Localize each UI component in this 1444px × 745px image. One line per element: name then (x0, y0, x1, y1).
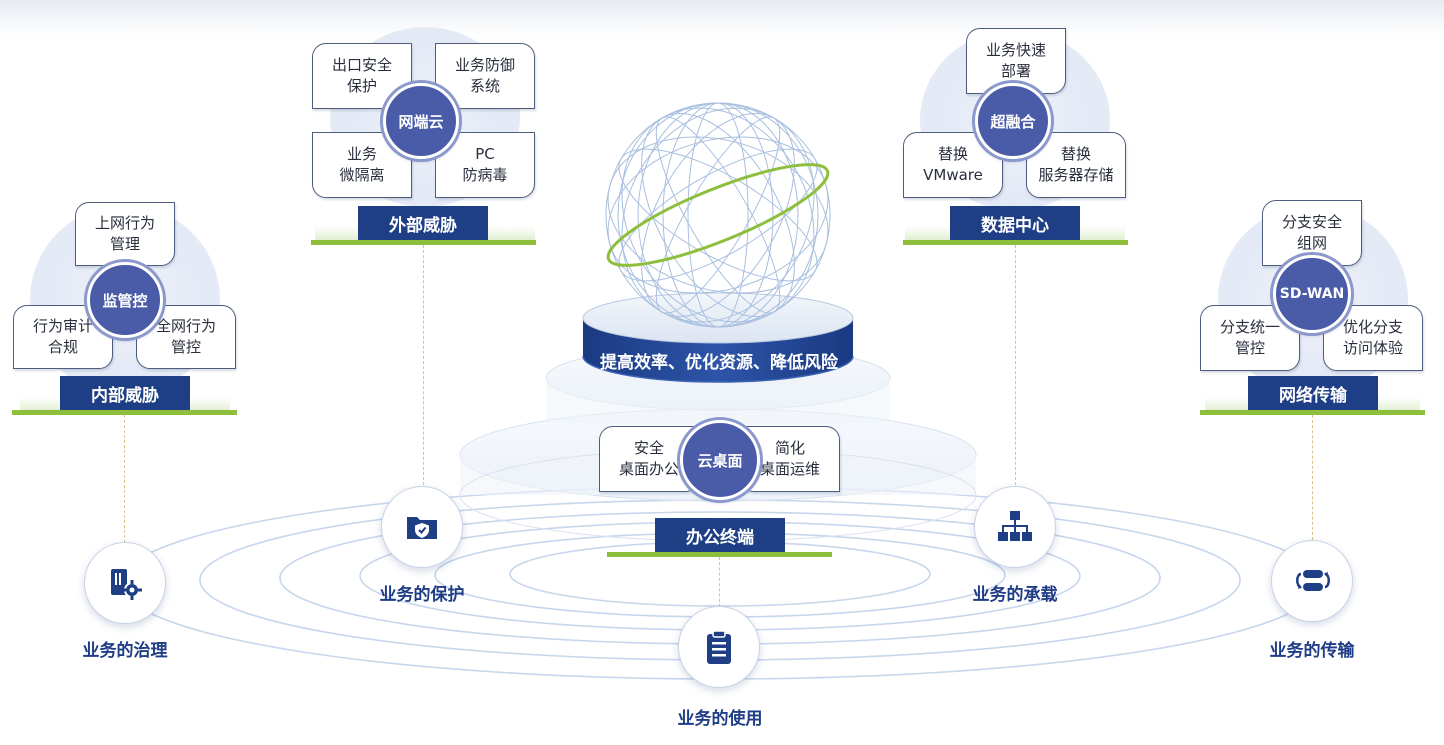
org-chart-icon (998, 511, 1032, 541)
hub-badge-network: SD-WAN (1273, 255, 1351, 333)
node-governance[interactable] (84, 542, 166, 624)
label-protection: 业务的保护 (379, 585, 465, 605)
top-fade-strip (0, 0, 1444, 36)
label-transport: 业务的传输 (1269, 641, 1355, 661)
label-hosting: 业务的承载 (972, 585, 1058, 605)
greenbar-datacenter (903, 240, 1128, 245)
node-usage[interactable] (678, 606, 760, 688)
governance-gear-icon (111, 569, 142, 600)
card-datacenter-right: 替换 服务器存储 (1026, 132, 1126, 198)
connector-transport (1312, 415, 1313, 540)
wireframe-globe (605, 102, 831, 328)
connector-hosting (1015, 245, 1016, 485)
card-center-right: 简化 桌面运维 (740, 426, 840, 492)
hub-badge-external: 网端云 (383, 83, 459, 159)
greenbar-network (1200, 410, 1425, 415)
card-internal-top: 上网行为 管理 (75, 202, 175, 266)
greenbar-center (607, 552, 832, 557)
node-protection[interactable] (381, 486, 463, 568)
plate-external: 外部威胁 (358, 206, 488, 240)
connector-governance (124, 415, 125, 543)
connector-usage (719, 557, 720, 607)
transfer-icon (1296, 570, 1330, 591)
plate-internal: 内部威胁 (60, 376, 190, 410)
central-cylinder (582, 292, 854, 382)
clipboard-icon (707, 630, 731, 664)
plate-center: 办公终端 (655, 518, 785, 552)
slogan-label: 提高效率、优化资源、降低风险 (600, 353, 838, 373)
shield-folder-icon (407, 517, 437, 539)
label-governance: 业务的治理 (82, 641, 168, 661)
greenbar-internal (12, 410, 237, 415)
hub-badge-internal: 监管控 (87, 262, 163, 338)
hub-badge-datacenter: 超融合 (975, 83, 1051, 159)
plate-datacenter: 数据中心 (950, 206, 1080, 240)
greenbar-external (311, 240, 536, 245)
card-network-left: 分支统一 管控 (1200, 305, 1300, 371)
node-hosting[interactable] (974, 486, 1056, 568)
plate-network: 网络传输 (1248, 376, 1378, 410)
connector-protection (423, 245, 424, 485)
cylinder-band-highlight (582, 355, 854, 383)
label-usage: 业务的使用 (677, 709, 763, 729)
node-transport[interactable] (1271, 540, 1353, 622)
hub-badge-center: 云桌面 (680, 420, 760, 500)
